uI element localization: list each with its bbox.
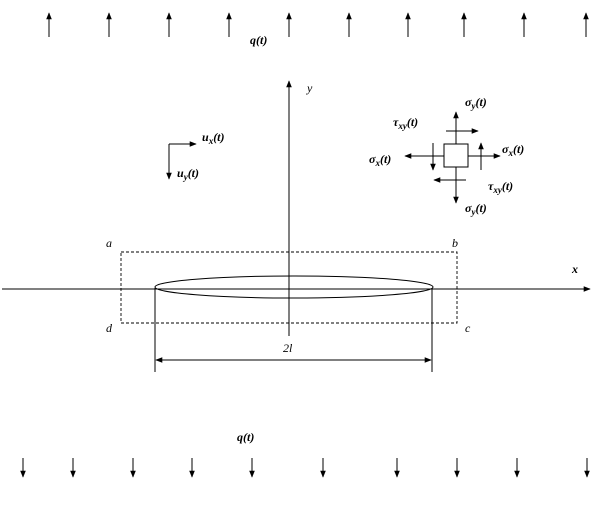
sigma-x-left-label: σx(t) <box>369 152 391 168</box>
crack-length-label: 2l <box>283 341 293 355</box>
sigma-y-top-label: σy(t) <box>465 95 487 111</box>
displacement-indicator: ux(t) uy(t) <box>166 130 225 182</box>
uy-label: uy(t) <box>177 166 199 182</box>
corner-a-label: a <box>106 236 112 250</box>
domain-box <box>120 251 458 324</box>
sigma-x-right-label: σx(t) <box>502 142 524 158</box>
sigma-y-bottom-label: σy(t) <box>465 201 487 217</box>
tau-xy-bottom-label: τxy(t) <box>488 179 513 195</box>
crack-ellipse <box>154 275 434 299</box>
corner-d-label: d <box>106 321 113 335</box>
stress-element-square <box>443 143 469 168</box>
bottom-load-label: q(t) <box>237 430 254 444</box>
ux-label: ux(t) <box>202 130 225 146</box>
corner-b-label: b <box>452 236 458 250</box>
stress-element: σy(t) σy(t) σx(t) σx(t) τxy(t) τxy(t) <box>369 95 524 217</box>
y-axis-label: y <box>306 81 313 95</box>
top-load-arrows <box>46 12 589 37</box>
bottom-load-arrows <box>20 458 590 478</box>
top-load-label: q(t) <box>250 33 267 47</box>
x-axis-label: x <box>571 262 578 276</box>
corner-c-label: c <box>465 321 471 335</box>
tau-xy-top-label: τxy(t) <box>393 115 418 131</box>
